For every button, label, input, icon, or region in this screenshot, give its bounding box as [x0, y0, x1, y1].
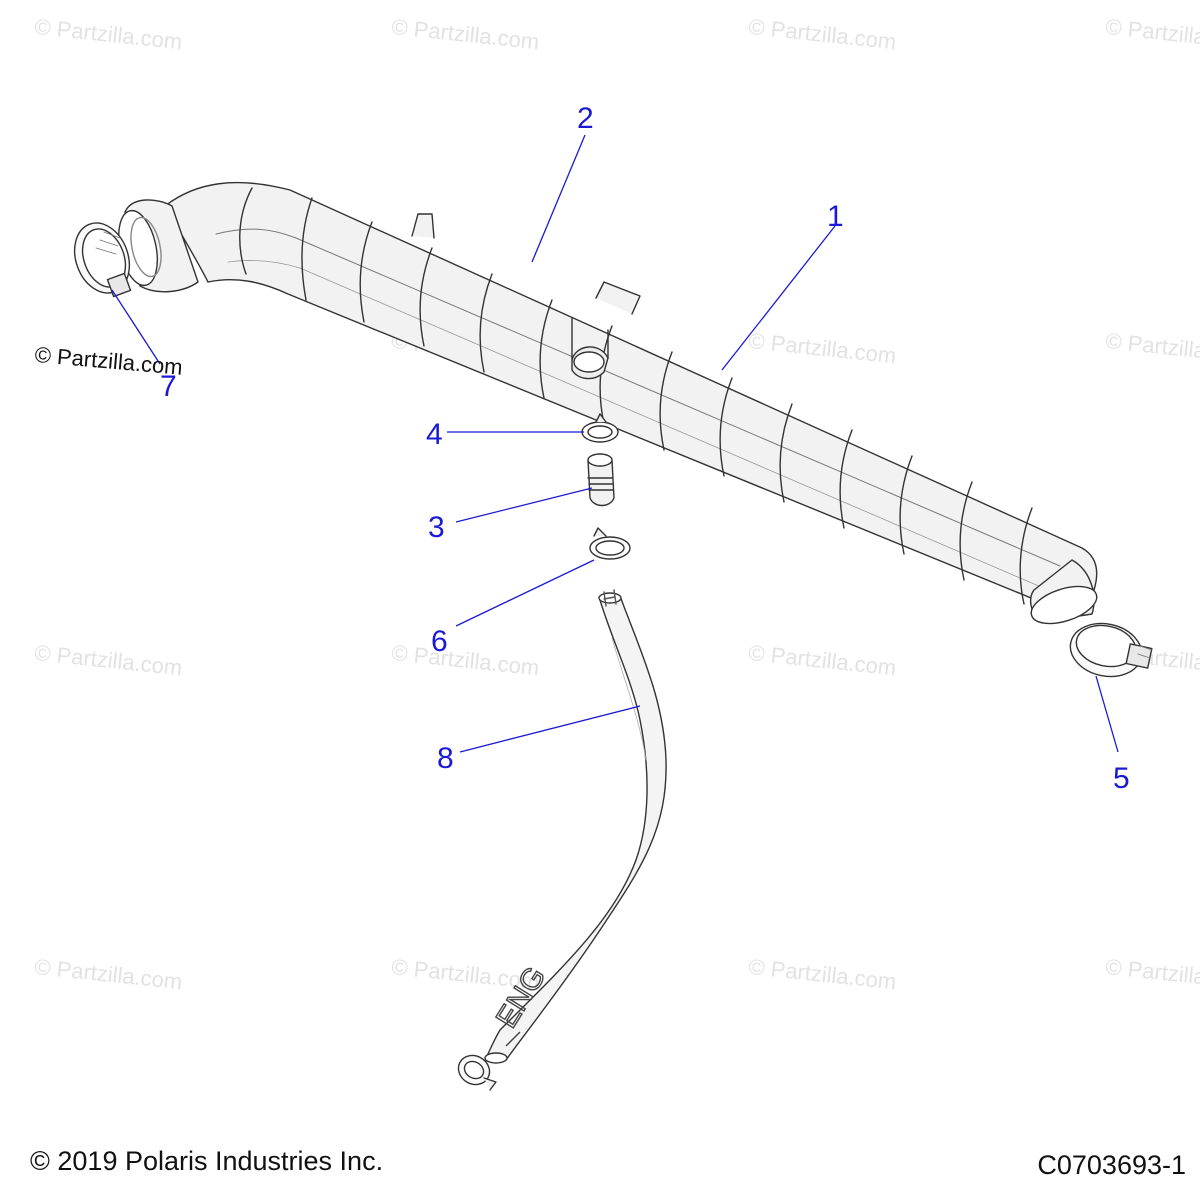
callout-5: 5 — [1113, 762, 1130, 795]
callout-2: 2 — [577, 102, 594, 135]
leader-line-2 — [531, 134, 586, 263]
duct-outlet-end — [1029, 559, 1098, 625]
callout-4: 4 — [426, 418, 443, 451]
small-clamp-lower — [589, 527, 631, 560]
leader-lines — [111, 134, 1119, 753]
callout-6: 6 — [431, 625, 448, 658]
small-clamp-hose-end — [457, 1054, 497, 1091]
small-clamp-upper — [581, 413, 619, 443]
leader-line-3 — [455, 487, 593, 523]
hose-clamp-inlet — [73, 222, 132, 298]
air-intake-duct — [164, 181, 1098, 613]
callout-8: 8 — [437, 742, 454, 775]
hose-clamp-outlet — [1069, 622, 1153, 678]
diagram-code: C0703693-1 — [1037, 1150, 1186, 1180]
callout-1: 1 — [827, 200, 844, 233]
leader-line-6 — [455, 559, 595, 627]
vent-hose — [484, 589, 667, 1064]
callout-7: 7 — [160, 370, 177, 403]
hose-fitting — [587, 453, 615, 507]
copyright-text: © 2019 Polaris Industries Inc. — [30, 1146, 384, 1176]
leader-line-1 — [721, 225, 836, 371]
leader-line-5 — [1095, 675, 1119, 753]
callout-3: 3 — [428, 511, 445, 544]
leader-line-8 — [459, 705, 641, 753]
leader-line-7 — [111, 289, 161, 365]
